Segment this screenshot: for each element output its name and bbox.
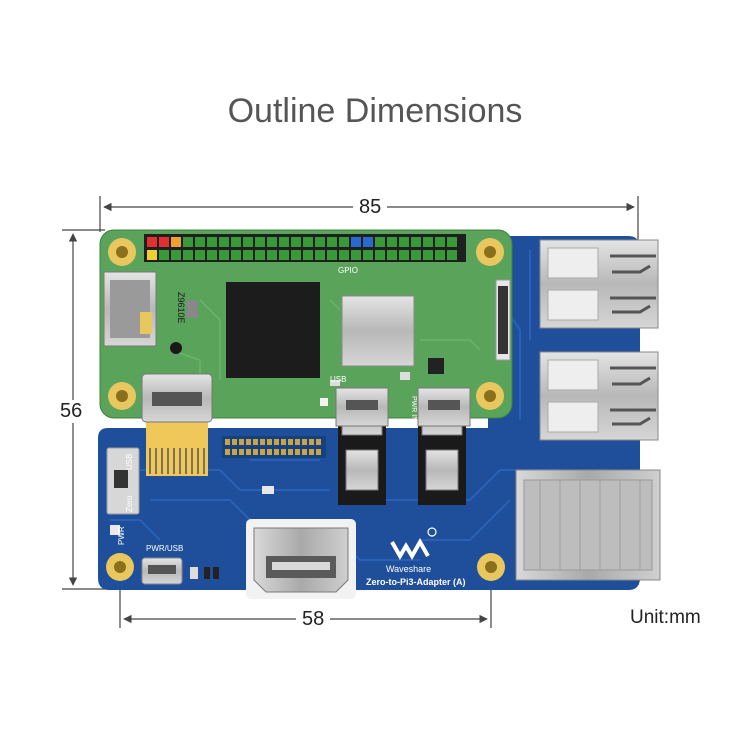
unit-label: Unit:mm bbox=[630, 607, 701, 628]
hole-spacing-label: 58 bbox=[296, 608, 331, 631]
switch-zero-label: Zero bbox=[125, 495, 134, 512]
pwr-usb-label: PWR/USB bbox=[146, 544, 183, 553]
pwr-led-label: PWR bbox=[117, 526, 126, 545]
pi-zero-board: GPIO Z9610E USB PWR IN bbox=[99, 229, 513, 427]
usb-label: USB bbox=[330, 375, 346, 384]
page-title: Outline Dimensions bbox=[227, 92, 523, 130]
pwr-in-label: PWR IN bbox=[410, 396, 417, 421]
brand-label: Waveshare bbox=[386, 564, 431, 574]
chip-code: Z9610E bbox=[176, 292, 186, 324]
soc-chip bbox=[226, 282, 320, 378]
width-dimension-label: 85 bbox=[353, 196, 388, 219]
gpio-pins bbox=[147, 237, 457, 260]
waveshare-logo bbox=[390, 527, 437, 560]
product-label: Zero-to-Pi3-Adapter (A) bbox=[366, 577, 466, 587]
height-dimension-label: 56 bbox=[54, 400, 89, 423]
switch-usb-label: USB bbox=[125, 454, 134, 470]
pad-row bbox=[225, 439, 321, 455]
gpio-label: GPIO bbox=[338, 266, 358, 275]
wifi-shield bbox=[341, 295, 415, 367]
